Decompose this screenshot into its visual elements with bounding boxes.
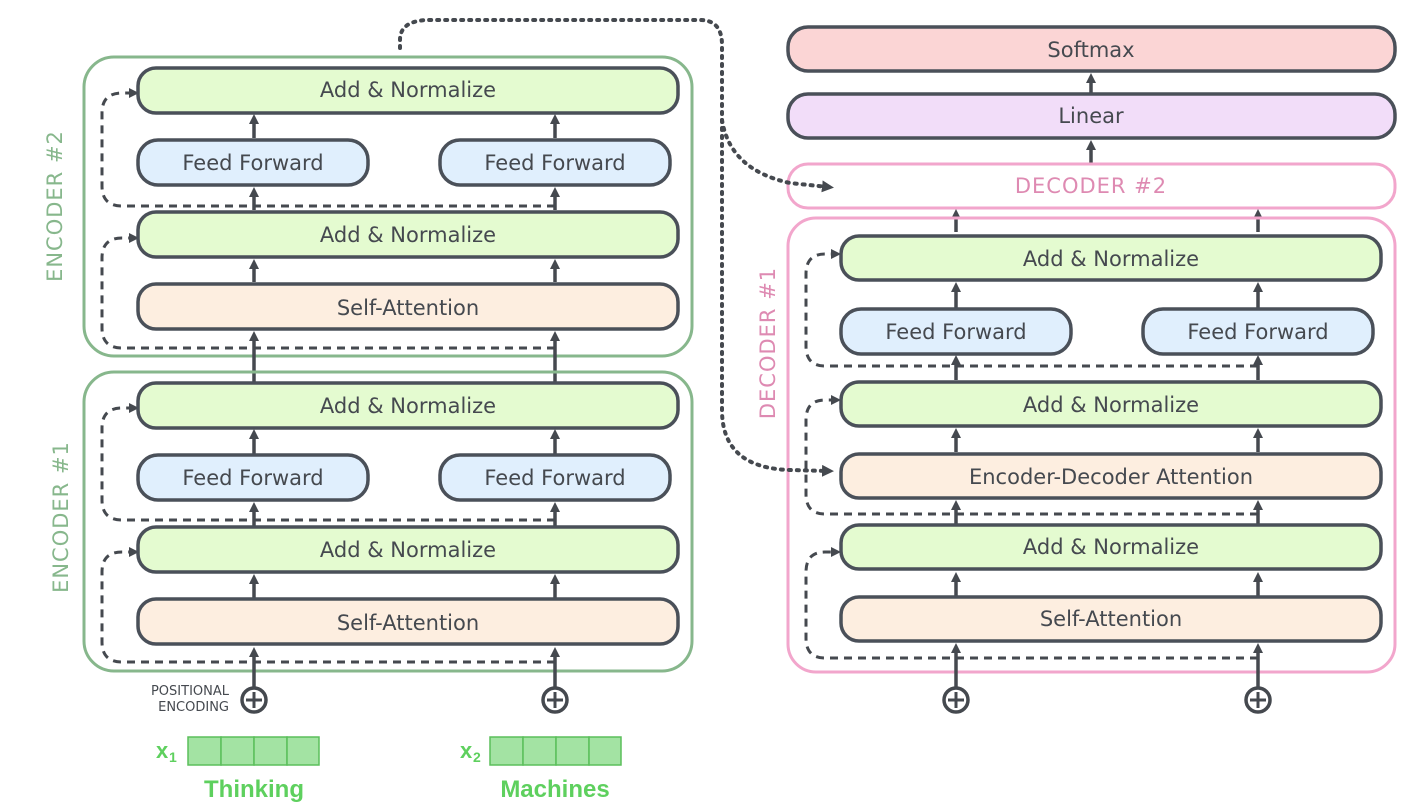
positional-encoding-add-icon-2	[541, 686, 569, 714]
encoder-1-feed-forward-2: Feed Forward	[438, 453, 672, 502]
encoder-2-add-normalize-top: Add & Normalize	[136, 66, 680, 115]
encoder-2-label: ENCODER #2	[43, 130, 67, 282]
svg-text:Add & Normalize: Add & Normalize	[320, 78, 496, 102]
token-word-2: Machines	[500, 776, 609, 803]
decoder-1-label: DECODER #1	[756, 267, 780, 419]
decoder-1-residual-3	[804, 249, 1258, 368]
decoder-1-add-normalize-top: Add & Normalize	[839, 234, 1383, 282]
encoder-1-residual-1	[100, 547, 555, 664]
decoder-2: DECODER #2	[786, 162, 1397, 210]
encoder-1: ENCODER #1 Add & Normalize Feed Forward …	[49, 370, 694, 673]
encoder-1-frame	[82, 370, 694, 673]
encoder-1-self-attention: Self-Attention	[136, 597, 680, 646]
decoder-1-residual-1	[804, 547, 1258, 660]
encoder-output-connection-decoder-2	[720, 118, 834, 193]
decoder-1-residual-2	[804, 395, 1258, 516]
encoder-output-connection	[398, 18, 834, 477]
svg-text:Feed Forward: Feed Forward	[182, 466, 323, 490]
svg-text:Add & Normalize: Add & Normalize	[320, 538, 496, 562]
encoder-1-feed-forward-1: Feed Forward	[136, 453, 370, 502]
svg-text:Self-Attention: Self-Attention	[1040, 607, 1182, 631]
token-vector-1: x 1	[156, 736, 320, 766]
encoder-2-add-normalize-bottom: Add & Normalize	[136, 210, 680, 259]
encoder-1-residual-2	[100, 403, 555, 522]
encoder-2-feed-forward-1: Feed Forward	[136, 138, 370, 187]
svg-text:Self-Attention: Self-Attention	[337, 611, 479, 635]
encoder-1-label: ENCODER #1	[49, 441, 73, 593]
softmax-layer: Softmax	[786, 25, 1397, 73]
decoder-input-add-icon-2	[1244, 686, 1272, 714]
decoder-1-feed-forward-1: Feed Forward	[839, 307, 1073, 356]
svg-text:Feed Forward: Feed Forward	[484, 466, 625, 490]
svg-text:Add & Normalize: Add & Normalize	[1023, 247, 1199, 271]
decoder-1-self-attention: Self-Attention	[839, 595, 1383, 643]
decoder-1-add-normalize-middle: Add & Normalize	[839, 380, 1383, 428]
svg-text:Self-Attention: Self-Attention	[337, 296, 479, 320]
encoder-2-self-attention: Self-Attention	[136, 282, 680, 331]
encoder-2-residual-1	[100, 233, 555, 350]
encoder-2: ENCODER #2 Add & Normalize Feed Forward …	[43, 55, 694, 358]
positional-encoding-add-icon-1	[240, 686, 268, 714]
svg-text:Feed Forward: Feed Forward	[885, 320, 1026, 344]
svg-text:Add & Normalize: Add & Normalize	[1023, 535, 1199, 559]
decoder-1-feed-forward-2: Feed Forward	[1141, 307, 1375, 356]
encoder-1-add-normalize-top: Add & Normalize	[136, 381, 680, 430]
decoder-input-add-icon-1	[942, 686, 970, 714]
svg-text:Softmax: Softmax	[1047, 38, 1134, 62]
svg-text:x: x	[460, 738, 473, 763]
svg-text:Linear: Linear	[1058, 104, 1124, 128]
svg-text:Feed Forward: Feed Forward	[182, 151, 323, 175]
decoder-1-frame	[786, 216, 1397, 674]
encoder-2-residual-2	[100, 88, 555, 208]
token-word-1: Thinking	[204, 776, 304, 803]
svg-text:Add & Normalize: Add & Normalize	[1023, 393, 1199, 417]
svg-text:Add & Normalize: Add & Normalize	[320, 223, 496, 247]
decoder-1: DECODER #1 Add & Normalize Feed Forward …	[756, 216, 1397, 674]
svg-text:Feed Forward: Feed Forward	[1187, 320, 1328, 344]
svg-text:Add & Normalize: Add & Normalize	[320, 394, 496, 418]
svg-text:Feed Forward: Feed Forward	[484, 151, 625, 175]
positional-encoding-label-2: ENCODING	[158, 700, 229, 715]
svg-text:1: 1	[169, 749, 177, 765]
token-vector-2: x 2	[460, 736, 622, 766]
linear-layer: Linear	[786, 92, 1397, 140]
decoder-1-add-normalize-bottom: Add & Normalize	[839, 523, 1383, 571]
svg-text:DECODER #2: DECODER #2	[1015, 174, 1167, 198]
encoder-1-add-normalize-bottom: Add & Normalize	[136, 525, 680, 574]
svg-text:2: 2	[473, 749, 481, 765]
svg-text:x: x	[156, 738, 169, 763]
encoder-2-feed-forward-2: Feed Forward	[438, 138, 672, 187]
decoder-1-encoder-decoder-attention: Encoder-Decoder Attention	[839, 452, 1383, 500]
svg-text:Encoder-Decoder Attention: Encoder-Decoder Attention	[969, 465, 1253, 489]
encoder-2-frame	[82, 55, 694, 358]
positional-encoding-label-1: POSITIONAL	[151, 684, 230, 699]
